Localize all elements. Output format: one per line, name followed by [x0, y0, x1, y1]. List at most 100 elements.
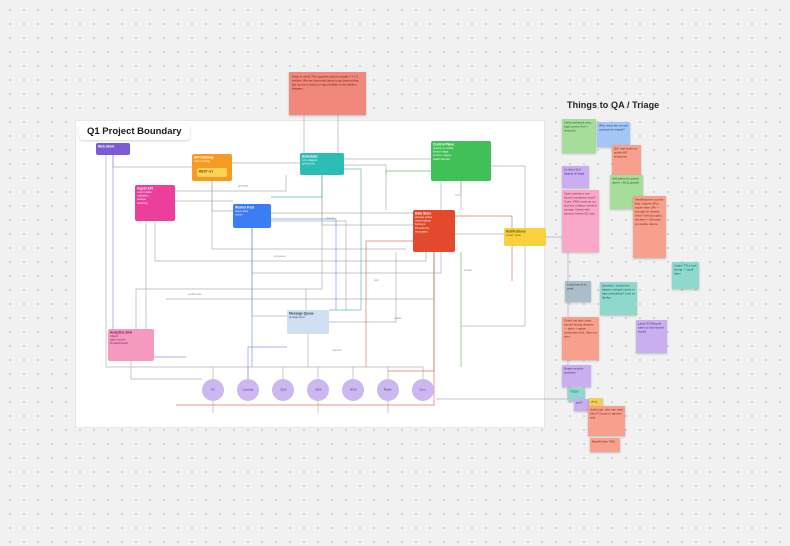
circle-label: Lambda [242, 388, 254, 392]
connector-line[interactable] [365, 240, 413, 367]
sticky-note-text: Cache TTLs look wrong — audit them [674, 264, 697, 276]
diagram-circle-s3[interactable]: S3 [202, 379, 224, 401]
connector-line[interactable] [461, 246, 526, 327]
sticky-note-note-3[interactable]: QA: rate limits on public API endpoints [612, 145, 641, 176]
connector-line[interactable] [271, 220, 347, 310]
diagram-circle-redis[interactable]: Redis [377, 379, 399, 401]
reminder-sticky-note[interactable]: Keep in mind: The cognitive load is usua… [289, 72, 366, 115]
connector-line[interactable] [130, 361, 202, 380]
connector-line[interactable] [176, 252, 435, 406]
node-line: health checks [433, 157, 450, 161]
connector-line[interactable] [175, 175, 287, 192]
connector-line[interactable] [211, 181, 233, 212]
sticky-note-text: Check we don't drop events during deploy… [564, 319, 597, 339]
connector-line[interactable] [251, 228, 287, 317]
connector-line[interactable] [385, 170, 431, 175]
sticky-note-note-2[interactable]: Who owns the on-call runbook for ingest? [597, 122, 630, 147]
sticky-note-text: perf? [576, 401, 583, 405]
circle-label: SNS [314, 388, 322, 392]
node-line: batching [137, 201, 148, 205]
diagram-circle-cron[interactable]: Cron [412, 379, 434, 401]
connector-line[interactable] [247, 346, 287, 379]
sticky-note-note-6[interactable]: Open question: per-tenant encryption key… [562, 190, 599, 252]
sticky-note-note-9[interactable]: Load test at 2x peak [565, 281, 591, 302]
sticky-note-note-1[interactable]: Verify webhook retry logic covers 5xx + … [562, 119, 596, 153]
connector-line[interactable] [105, 155, 136, 368]
connector-line[interactable] [344, 164, 387, 210]
node-line: job fan-out [302, 162, 315, 166]
connector-line[interactable] [135, 175, 323, 329]
sticky-note-note-18[interactable]: Backfill plan TBD [590, 438, 620, 452]
sticky-note-note-14[interactable]: TODO [568, 388, 585, 401]
sticky-note-note-10[interactable]: Question: should the batcher sample inpu… [600, 282, 637, 315]
sticky-note-note-16[interactable]: docs [589, 398, 603, 409]
node-line: event intake [137, 190, 152, 194]
diagram-circle-sns[interactable]: SNS [307, 379, 329, 401]
wire-label[interactable]: HTTPS [238, 185, 248, 188]
connector-line[interactable] [271, 175, 323, 198]
node-title: Data Store [415, 211, 432, 216]
sticky-note-note-12[interactable]: Latch S3 lifecycle rules so old exports … [636, 320, 667, 353]
sticky-note-note-13[interactable]: Rotate secrets quarterly [562, 365, 591, 387]
node-title: Web client [98, 144, 115, 149]
wire-label[interactable]: metrics [332, 349, 342, 352]
connector-line[interactable] [112, 155, 192, 168]
wire-label[interactable]: events [326, 217, 335, 220]
node-title: Scheduler [302, 154, 318, 159]
connector-line[interactable] [329, 252, 397, 323]
sticky-note-text: Confirm SLA targets w/ legal [564, 168, 585, 176]
connector-line[interactable] [271, 218, 337, 310]
diagram-circle-sqs[interactable]: SQS [272, 379, 294, 401]
connector-line[interactable] [211, 181, 406, 250]
sticky-note-note-17[interactable]: Audit logs: who can read them? Scope to … [588, 406, 625, 436]
node-line: feature flags [433, 150, 449, 154]
wire-label[interactable]: writes [464, 269, 472, 272]
connector-line[interactable] [436, 236, 569, 400]
sticky-note-note-8[interactable]: Cache TTLs look wrong — audit them [672, 262, 699, 289]
wire-label[interactable]: webhooks [188, 293, 202, 296]
node-title: Control Plane [433, 142, 455, 147]
node-title: Worker Pool [235, 205, 255, 210]
connector-line[interactable] [455, 215, 513, 281]
connector-line[interactable] [166, 252, 435, 300]
diagram-circle-lambda[interactable]: Lambda [237, 379, 259, 401]
frame-title-text: Q1 Project Boundary [87, 126, 182, 137]
connector-line[interactable] [455, 181, 462, 196]
diagram-node-client[interactable]: Web client [96, 143, 130, 155]
connector-line[interactable] [329, 168, 362, 311]
sticky-note-text: QA: rate limits on public API endpoints [614, 147, 638, 159]
sticky-note-note-7[interactable]: Media/access control lists: signed URLs … [633, 196, 666, 258]
wire-label[interactable]: enqueue [274, 255, 286, 258]
connector-line[interactable] [388, 252, 435, 372]
connector-line[interactable] [491, 165, 526, 228]
sticky-note-note-15[interactable]: perf? [574, 399, 589, 411]
connector-line[interactable] [321, 175, 413, 226]
node-title: Ingest API [137, 186, 153, 191]
frame-title[interactable]: Q1 Project Boundary [79, 124, 190, 140]
diagram-node-gateway-chip[interactable]: REST /v1 [197, 168, 227, 177]
sticky-note-note-11[interactable]: Check we don't drop events during deploy… [562, 317, 599, 360]
triage-heading[interactable]: Things to QA / Triage [567, 100, 660, 110]
diagram-circle-rds[interactable]: RDS [342, 379, 364, 401]
sticky-note-text: Audit logs: who can read them? Scope to … [590, 408, 623, 420]
sticky-note-text: docs [591, 400, 598, 404]
wire-label[interactable]: reads [394, 317, 402, 320]
connector-line[interactable] [154, 221, 427, 262]
sticky-note-text: Question: should the batcher sample inpu… [602, 284, 635, 300]
node-title: Analytics Sink [110, 330, 133, 335]
wire-label[interactable]: poll [374, 279, 379, 282]
sticky-note-note-4[interactable]: Confirm SLA targets w/ legal [562, 166, 589, 188]
reminder-text: Keep in mind: The cognitive load is usua… [292, 75, 360, 91]
sticky-note-text: Load test at 2x peak [567, 283, 587, 291]
node-line: backups [415, 222, 426, 226]
